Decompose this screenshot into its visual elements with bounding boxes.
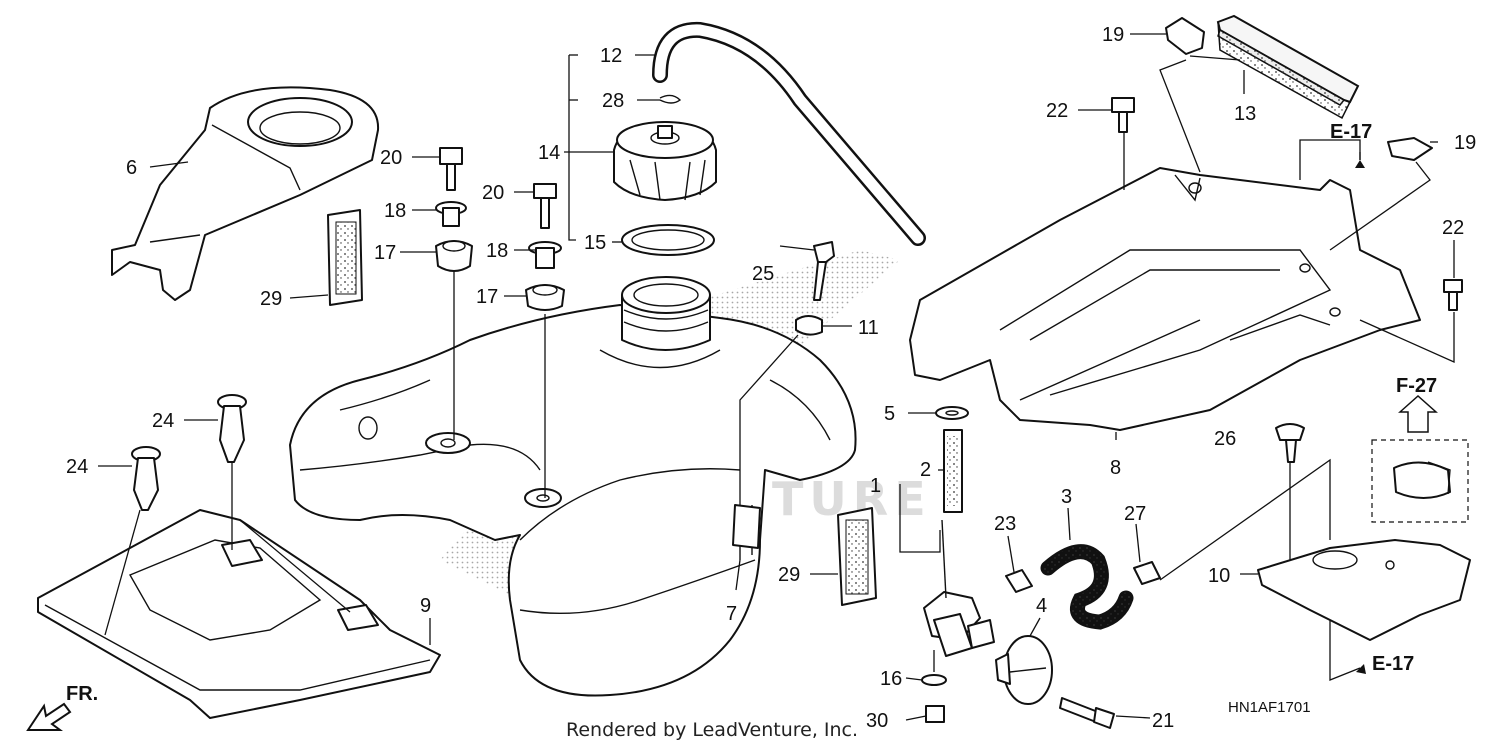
callout-labels: 1 2 3 4 5 6 7 8 9 10 11 12 13 14 15 16 1… [66, 24, 1476, 732]
part-25-bolt[interactable] [813, 241, 835, 301]
front-label: FR. [66, 683, 98, 705]
callout-5[interactable]: 5 [884, 403, 895, 425]
part-26-clip[interactable] [1275, 423, 1305, 463]
callout-20-left[interactable]: 20 [380, 147, 402, 169]
detail-box-f27 [1371, 394, 1469, 523]
callout-24-upper[interactable]: 24 [152, 410, 174, 432]
callout-6[interactable]: 6 [126, 157, 137, 179]
part-23-clamp[interactable] [1005, 569, 1033, 593]
callout-23[interactable]: 23 [994, 513, 1016, 535]
callout-9[interactable]: 9 [420, 595, 431, 617]
part-6-air-duct[interactable] [111, 86, 380, 301]
part-24-rivet-upper[interactable] [217, 394, 247, 463]
callout-19-top[interactable]: 19 [1102, 24, 1124, 46]
part-21-screw[interactable] [1059, 697, 1115, 729]
callout-26[interactable]: 26 [1214, 428, 1236, 450]
part-18-collar-right[interactable] [528, 241, 562, 269]
part-9-skid-plate[interactable] [37, 509, 441, 719]
part-fuel-tank[interactable] [289, 276, 857, 697]
callout-27[interactable]: 27 [1124, 503, 1146, 525]
callout-4[interactable]: 4 [1036, 595, 1047, 617]
part-27-clamp[interactable] [1133, 561, 1161, 585]
part-1-fuel-valve[interactable] [923, 519, 995, 657]
part-5-washer[interactable] [935, 406, 969, 420]
callout-17-right[interactable]: 17 [476, 286, 498, 308]
callout-8[interactable]: 8 [1110, 457, 1121, 479]
part-20-bolt-left[interactable] [439, 147, 463, 191]
leader-lines [98, 33, 1455, 721]
callout-18-right[interactable]: 18 [486, 240, 508, 262]
part-18-collar-left[interactable] [435, 201, 467, 227]
part-8-under-tray[interactable] [909, 167, 1421, 431]
callout-10[interactable]: 10 [1208, 565, 1230, 587]
callout-14[interactable]: 14 [538, 142, 560, 164]
part-11-nut[interactable] [795, 315, 823, 336]
callout-24-lower[interactable]: 24 [66, 456, 88, 478]
callout-12[interactable]: 12 [600, 45, 622, 67]
part-17-grommet-left[interactable] [435, 240, 473, 272]
callout-20-right[interactable]: 20 [482, 182, 504, 204]
part-15-gasket[interactable] [621, 224, 715, 256]
front-direction-arrow: FR. [26, 683, 98, 731]
part-22-bolt-right[interactable] [1443, 279, 1463, 311]
callout-22-right[interactable]: 22 [1442, 217, 1464, 239]
ref-e17-top[interactable]: E-17 [1330, 121, 1372, 143]
callout-19-right[interactable]: 19 [1454, 132, 1476, 154]
ref-f27[interactable]: F-27 [1396, 375, 1437, 397]
part-17-grommet-right[interactable] [525, 284, 565, 311]
part-24-rivet-lower[interactable] [131, 446, 161, 511]
diagram-code: HN1AF1701 [1228, 699, 1311, 716]
part-19-cushion-lower[interactable] [1387, 137, 1433, 161]
part-12-breather-hose[interactable] [652, 21, 926, 246]
part-28-clip[interactable] [659, 94, 682, 104]
callout-13[interactable]: 13 [1234, 103, 1256, 125]
part-29-strap-left[interactable] [327, 209, 363, 306]
part-3-fuel-hose[interactable] [1040, 544, 1134, 630]
callout-15[interactable]: 15 [584, 232, 606, 254]
part-14-fuel-cap[interactable] [613, 121, 717, 201]
callout-16[interactable]: 16 [880, 668, 902, 690]
callout-21[interactable]: 21 [1152, 710, 1174, 732]
callout-18-left[interactable]: 18 [384, 200, 406, 222]
part-7-tank-bracket[interactable] [732, 504, 761, 549]
part-29-strap-right[interactable] [837, 507, 877, 606]
part-4-valve-knob[interactable] [995, 635, 1053, 705]
callout-11[interactable]: 11 [858, 317, 879, 339]
callout-29-left[interactable]: 29 [260, 288, 282, 310]
callout-3[interactable]: 3 [1061, 486, 1072, 508]
part-16-washer[interactable] [921, 674, 947, 686]
part-22-bolt-left[interactable] [1111, 97, 1135, 133]
callout-7[interactable]: 7 [726, 603, 737, 625]
callout-22-left[interactable]: 22 [1046, 100, 1068, 122]
part-2-strainer[interactable] [943, 429, 963, 513]
render-credit: Rendered by LeadVenture, Inc. [566, 719, 858, 741]
callout-30[interactable]: 30 [866, 710, 888, 732]
part-10-heat-shield[interactable] [1257, 539, 1471, 641]
callout-1[interactable]: 1 [870, 475, 881, 497]
ref-e17-bottom[interactable]: E-17 [1372, 653, 1414, 675]
callout-2[interactable]: 2 [920, 459, 931, 481]
part-20-bolt-right[interactable] [533, 183, 557, 229]
callout-25[interactable]: 25 [752, 263, 774, 285]
part-13-foam-block[interactable] [1216, 14, 1360, 120]
callout-29-right[interactable]: 29 [778, 564, 800, 586]
part-30-screw[interactable] [925, 705, 945, 723]
callout-28[interactable]: 28 [602, 90, 624, 112]
callout-17-left[interactable]: 17 [374, 242, 396, 264]
part-19-cushion-upper[interactable] [1165, 17, 1205, 55]
